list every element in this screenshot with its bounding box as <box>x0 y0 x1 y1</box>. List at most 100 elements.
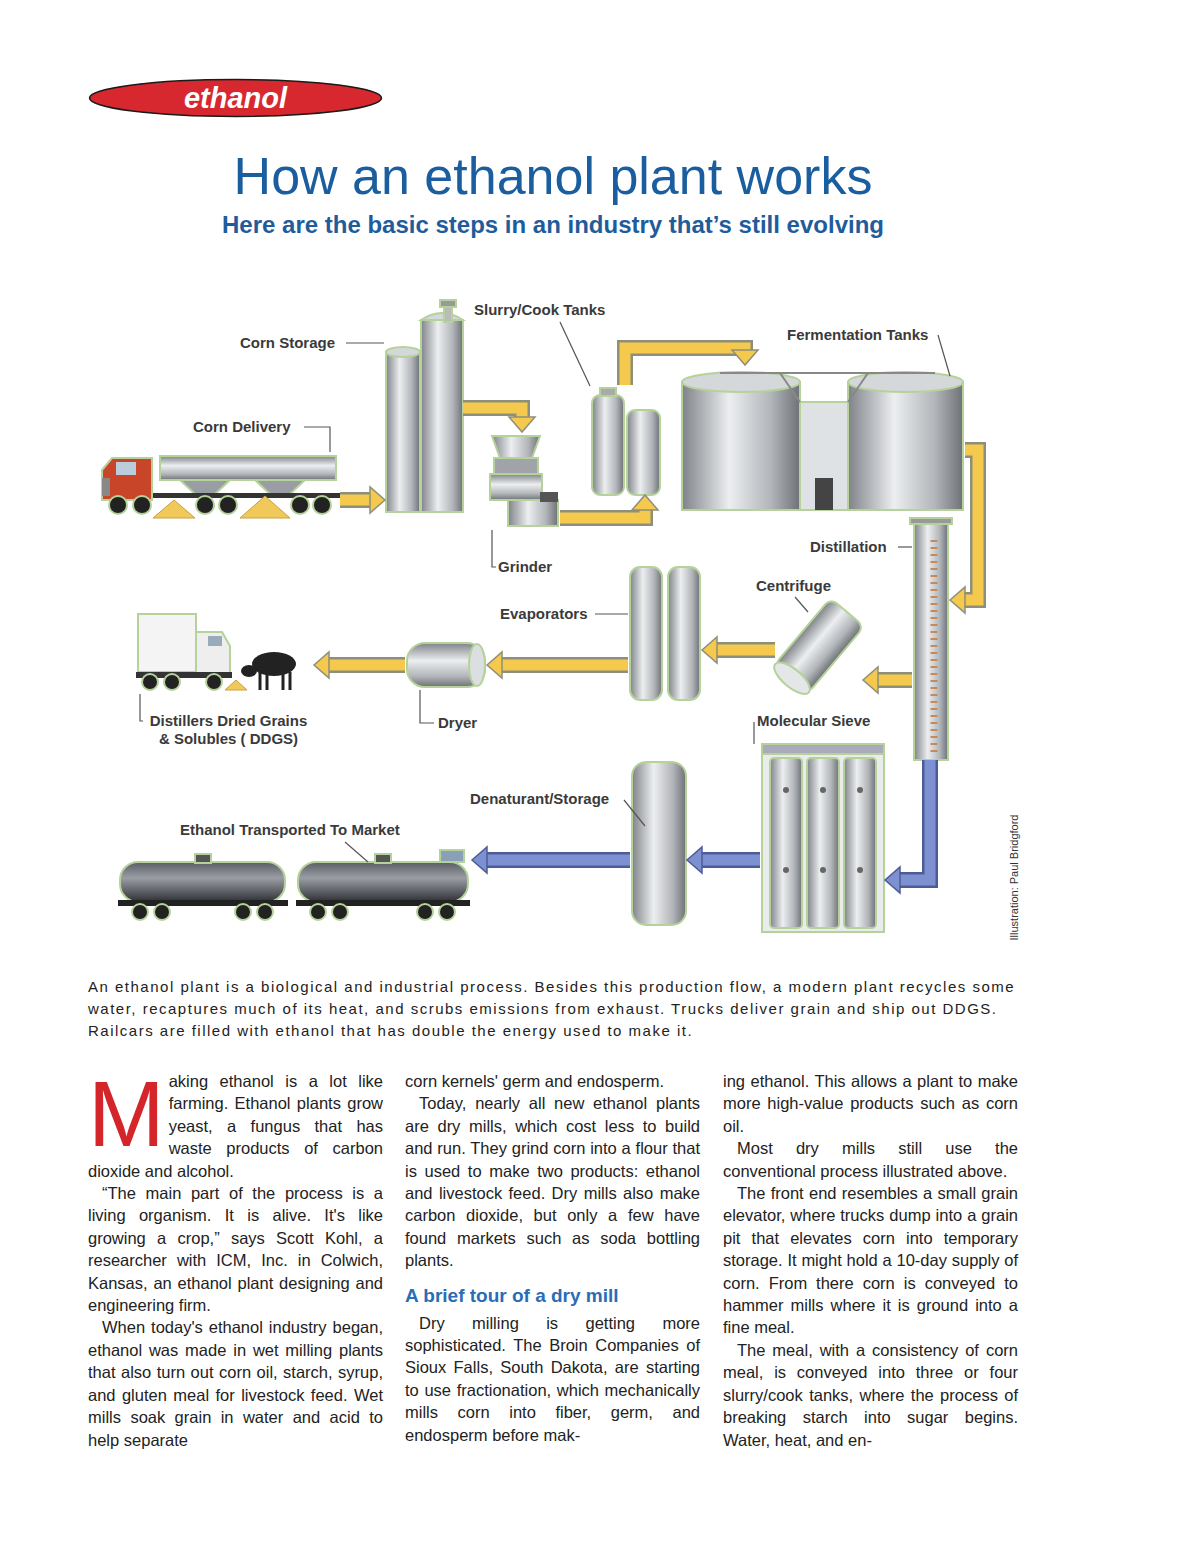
body-paragraph: “The main part of the process is a livin… <box>88 1182 383 1316</box>
equipment-label: Molecular Sieve <box>757 712 870 730</box>
body-paragraph: When today's ethanol industry began, eth… <box>88 1316 383 1450</box>
illustration-part <box>195 854 211 863</box>
illustration-part <box>783 787 789 793</box>
illustration-part <box>595 613 628 614</box>
illustration-part <box>298 862 468 902</box>
illustration-part <box>820 867 826 873</box>
illustration-part <box>632 762 686 925</box>
equipment-label: Slurry/Cook Tanks <box>474 301 605 319</box>
illustration-part <box>560 322 590 386</box>
illustration-part <box>914 522 948 760</box>
arrow-head <box>487 652 502 678</box>
illustration-part <box>439 904 455 920</box>
corn-truck <box>102 456 340 518</box>
illustration-part <box>844 758 876 928</box>
arrow-head <box>687 847 702 873</box>
illustration-part <box>133 496 151 514</box>
illustration-part <box>225 680 247 690</box>
illustration-part <box>931 540 938 752</box>
illustration-part <box>627 410 660 495</box>
arrow-outline <box>877 672 912 688</box>
illustration-part <box>795 597 808 612</box>
illustration-part <box>938 335 950 376</box>
illustration-part <box>417 904 433 920</box>
illustration-part <box>783 867 789 873</box>
illustration-part <box>313 496 331 514</box>
arrow-body <box>340 495 371 506</box>
illustration-part <box>407 643 485 687</box>
illustration-part <box>769 657 814 699</box>
arrow-body <box>701 855 760 866</box>
arrow-head <box>863 667 878 693</box>
illustration-part <box>180 480 230 494</box>
illustration-part <box>848 372 963 392</box>
body-paragraph: The meal, with a consistency of corn mea… <box>723 1339 1018 1451</box>
illustration-part <box>492 530 496 567</box>
equipment-node: Ethanol Transported To Market <box>115 848 472 930</box>
illustration-part <box>219 496 237 514</box>
text-column: Making ethanol is a lot like farming. Et… <box>88 1070 383 1451</box>
arrow-outline <box>486 852 630 868</box>
equipment-node: Molecular Sieve <box>760 740 885 935</box>
illustration-part <box>720 372 935 374</box>
illustration-part <box>494 458 538 474</box>
illustration-part <box>630 567 662 700</box>
distillation-column <box>910 518 952 760</box>
illustration-part <box>255 480 305 494</box>
arrow-outline <box>899 760 930 880</box>
arrow-body <box>877 675 912 686</box>
equipment-label: Evaporators <box>500 605 588 623</box>
page-title: How an ethanol plant works <box>0 146 1106 206</box>
equipment-label: Dryer <box>438 714 477 732</box>
body-paragraph: Most dry mills still use the conventiona… <box>723 1137 1018 1182</box>
arrow-body <box>625 348 745 385</box>
equipment-label: Grinder <box>498 558 552 576</box>
illustration-part <box>800 402 848 510</box>
equipment-label: Fermentation Tanks <box>787 326 928 344</box>
illustration-part <box>762 744 884 932</box>
illustration-part <box>753 722 754 744</box>
illustration-part <box>116 462 136 475</box>
illustration-part <box>345 842 368 862</box>
illustration-part <box>346 342 384 343</box>
flow-arrow <box>863 667 912 693</box>
illustration-part <box>109 496 127 514</box>
flow-arrow <box>687 847 760 873</box>
illustration-part <box>164 674 180 690</box>
illustration-part <box>668 567 700 700</box>
illustration-part <box>857 787 863 793</box>
arrow-outline <box>340 492 371 508</box>
illustration-part <box>266 672 269 690</box>
arrow-outline <box>964 450 978 600</box>
illustration-part <box>508 500 558 526</box>
illustration-part <box>289 672 292 690</box>
arrow-body <box>486 855 630 866</box>
illustration-part <box>857 867 863 873</box>
illustration-part <box>241 665 257 677</box>
equipment-node: Fermentation Tanks <box>680 365 965 510</box>
illustration-part <box>420 690 434 723</box>
equipment-node: Grinder <box>486 432 560 528</box>
arrow-head <box>314 652 329 678</box>
illustration-part <box>259 672 262 690</box>
illustration-part <box>421 313 463 320</box>
illustration-part <box>240 496 290 518</box>
equipment-label: Corn Storage <box>240 334 335 352</box>
arrow-head <box>702 637 717 663</box>
flow-arrow <box>560 495 658 518</box>
equipment-node: Centrifuge <box>775 598 863 695</box>
illustration-part <box>600 388 616 396</box>
illustration-part <box>332 904 348 920</box>
illustration-part <box>102 478 110 496</box>
illustration-part <box>102 458 152 500</box>
denaturant-tank <box>632 762 686 925</box>
rail-cars <box>118 850 470 920</box>
tag-text: ethanol <box>88 78 383 118</box>
equipment-node: Evaporators <box>628 565 702 700</box>
illustration-part <box>196 632 230 676</box>
equipment-node: Corn Storage <box>385 300 463 512</box>
arrow-outline <box>501 657 628 673</box>
equipment-label: Denaturant/Storage <box>470 790 609 808</box>
equipment-node: Corn Delivery <box>100 448 340 518</box>
arrow-head <box>370 487 385 513</box>
